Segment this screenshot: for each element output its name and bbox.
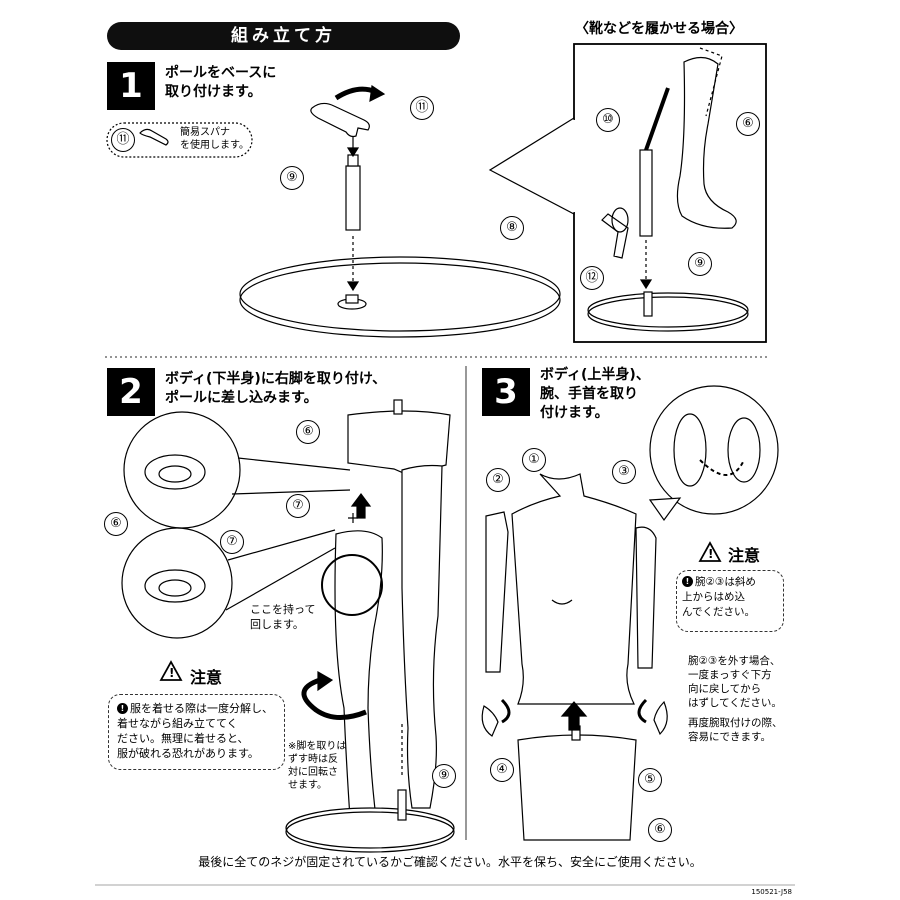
part-7-label: ⑦ xyxy=(220,530,244,554)
reattach-note: 再度腕取付けの際、 容易にできます。 xyxy=(688,717,783,743)
svg-text:!: ! xyxy=(169,666,174,680)
svg-text:!: ! xyxy=(708,547,713,561)
part-9-label: ⑨ xyxy=(688,252,712,276)
part-2-label: ② xyxy=(486,468,510,492)
caution-body: 服を着せる際は一度分解し、 着せながら組み立ててく ださい。無理に着せると、 服… xyxy=(117,702,273,760)
part-4-label: ④ xyxy=(490,758,514,782)
caution-box-3: !腕②③は斜め 上からはめ込 んでください。 xyxy=(676,570,784,632)
base-plate xyxy=(239,256,561,332)
step-3-text: ボディ(上半身)、 腕、手首を取り 付けます。 xyxy=(540,367,650,421)
caution-text-3: !腕②③は斜め 上からはめ込 んでください。 xyxy=(682,575,783,620)
part-7-label: ⑦ xyxy=(286,494,310,518)
part-9-label: ⑨ xyxy=(432,764,456,788)
caution-title-3: 注意 xyxy=(728,546,761,565)
part-8-label: ⑧ xyxy=(500,216,524,240)
section-title: 組み立て方 xyxy=(107,22,460,50)
part-9-label: ⑨ xyxy=(280,166,304,190)
caution-box: !服を着せる際は一度分解し、 着せながら組み立ててく ださい。無理に着せると、 … xyxy=(108,694,285,770)
wrench-note: 簡易スパナ を使用します。 xyxy=(180,127,249,151)
footer-note: 最後に全てのネジが固定されているかご確認ください。水平を保ち、安全にご使用くださ… xyxy=(198,855,702,869)
part-11-label: ⑪ xyxy=(111,128,135,152)
magnify-plug-7 xyxy=(121,527,233,639)
document-code: 150521-J58 xyxy=(751,888,792,896)
part-6-label: ⑥ xyxy=(104,512,128,536)
part-1-label: ① xyxy=(522,448,546,472)
part-5-label: ⑤ xyxy=(638,768,662,792)
step-1-badge: 1 xyxy=(107,62,155,110)
part-11-label: ⑪ xyxy=(410,96,434,120)
boot-section-title: 〈靴などを履かせる場合〉 xyxy=(575,21,743,37)
exclamation-icon: ! xyxy=(682,576,693,587)
caution-body-3: 腕②③は斜め 上からはめ込 んでください。 xyxy=(682,576,756,618)
step-3-badge: 3 xyxy=(482,368,530,416)
exclamation-icon: ! xyxy=(117,703,128,714)
caution-title: 注意 xyxy=(190,668,223,687)
caution-text: !服を着せる際は一度分解し、 着せながら組み立ててく ださい。無理に着せると、 … xyxy=(117,701,284,761)
arm-2 xyxy=(485,511,509,673)
step-1-text: ポールをベースに 取り付けます。 xyxy=(165,65,277,100)
magnify-shoulder xyxy=(649,385,779,515)
part-6-label: ⑥ xyxy=(648,818,672,842)
part-10-label: ⑩ xyxy=(596,108,620,132)
step-2-text: ボディ(下半身)に右脚を取り付け、 ポールに差し込みます。 xyxy=(165,371,387,406)
arm-3 xyxy=(635,526,657,669)
upper-torso xyxy=(511,473,637,705)
magnify-socket-6 xyxy=(123,411,241,529)
part-6-label: ⑥ xyxy=(736,112,760,136)
part-6-label: ⑥ xyxy=(296,420,320,444)
remove-leg-note: ※脚を取りは ずす時は反 対に回転さ せます。 xyxy=(288,741,347,791)
step-2-badge: 2 xyxy=(107,368,155,416)
pole xyxy=(345,165,361,231)
part-12-label: ⑫ xyxy=(580,266,604,290)
hold-note: ここを持って 回します。 xyxy=(250,603,316,631)
part-3-label: ③ xyxy=(612,460,636,484)
right-leg xyxy=(334,530,383,819)
remove-arm-note: 腕②③を外す場合、 一度まっすぐ下方 向に戻してから はずしてください。 xyxy=(688,655,782,709)
